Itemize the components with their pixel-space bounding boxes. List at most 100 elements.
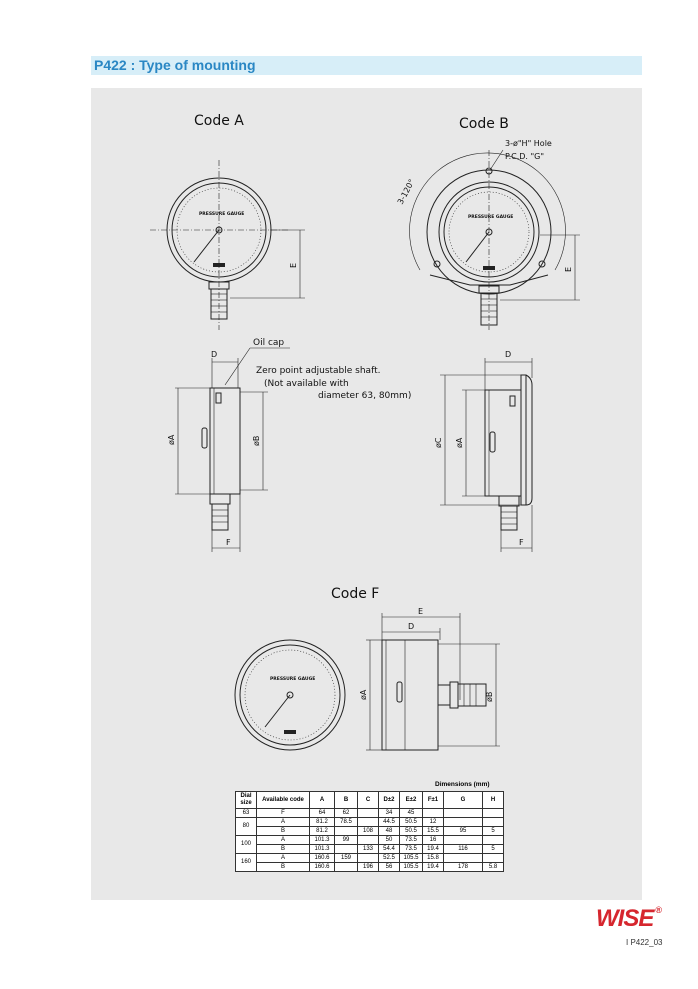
title-bar: P422 : Type of mounting bbox=[91, 56, 642, 75]
code-f-gauge-front: PRESSURE GAUGE bbox=[234, 639, 346, 751]
cell-f: 19.4 bbox=[422, 862, 444, 872]
cell-h: 5.8 bbox=[482, 862, 504, 872]
cell-g: 116 bbox=[443, 844, 483, 854]
code-f-gauge-side: E D øA øB bbox=[359, 607, 500, 751]
cell-h bbox=[482, 853, 504, 863]
hole-label: 3-ø"H" Hole bbox=[505, 139, 552, 148]
table-header: C bbox=[357, 791, 379, 809]
dimensions-table: Dial size Available code A B C D±2 E±2 F… bbox=[235, 791, 504, 872]
cell-code: A bbox=[256, 835, 310, 845]
cell-g bbox=[443, 817, 483, 827]
cell-code: F bbox=[256, 808, 310, 818]
cell-h: 5 bbox=[482, 844, 504, 854]
cell-e: 105.5 bbox=[399, 862, 423, 872]
cell-g: 178 bbox=[443, 862, 483, 872]
cell-code: A bbox=[256, 817, 310, 827]
wise-logo: WISE® bbox=[596, 905, 662, 933]
table-header: G bbox=[443, 791, 483, 809]
cell-d: 44.5 bbox=[378, 817, 400, 827]
cell-c bbox=[357, 808, 379, 818]
code-a-d-label: D bbox=[211, 350, 217, 359]
angle-label: 3-120° bbox=[396, 178, 417, 206]
cell-code: B bbox=[256, 826, 310, 836]
table-row: 80 A 81.2 78.5 44.5 50.5 12 bbox=[235, 817, 504, 836]
cell-h bbox=[482, 835, 504, 845]
cell-f: 15.5 bbox=[422, 826, 444, 836]
cell-a: 81.2 bbox=[309, 826, 335, 836]
cell-e: 73.5 bbox=[399, 835, 423, 845]
table-header: D±2 bbox=[378, 791, 400, 809]
cell-d: 48 bbox=[378, 826, 400, 836]
code-a-e-label: E bbox=[289, 263, 298, 268]
code-a-gauge-front: PRESSURE GAUGE bbox=[150, 160, 290, 330]
table-header: F±1 bbox=[422, 791, 444, 809]
table-row: B 81.2 108 48 50.5 15.5 95 5 bbox=[236, 826, 504, 836]
table-header: H bbox=[482, 791, 504, 809]
code-b-phia-label: øA bbox=[455, 437, 464, 448]
cell-c: 196 bbox=[357, 862, 379, 872]
not-available-2: diameter 63, 80mm) bbox=[318, 391, 411, 401]
table-row: 100 A 101.3 99 50 73.5 16 bbox=[235, 835, 504, 854]
page-code: I P422_03 bbox=[626, 938, 663, 947]
code-b-gauge-front: PRESSURE GAUGE bbox=[409, 150, 566, 330]
cell-a: 160.6 bbox=[309, 862, 335, 872]
cell-a: 101.3 bbox=[309, 835, 335, 845]
cell-f bbox=[422, 808, 444, 818]
cell-size: 100 bbox=[235, 835, 257, 854]
cell-d: 52.5 bbox=[378, 853, 400, 863]
code-b-dial-text: PRESSURE GAUGE bbox=[468, 214, 513, 220]
code-f-phib-label: øB bbox=[485, 692, 494, 702]
table-header-row: Dial size Available code A B C D±2 E±2 F… bbox=[235, 791, 504, 809]
table-row: B 101.3 133 54.4 73.5 19.4 116 5 bbox=[236, 844, 504, 854]
not-available-1: (Not available with bbox=[264, 379, 349, 389]
cell-h: 5 bbox=[482, 826, 504, 836]
code-a-phia-label: øA bbox=[167, 434, 176, 445]
pcd-label: P.C.D. "G" bbox=[505, 152, 544, 161]
cell-code: A bbox=[256, 853, 310, 863]
code-f-phia-label: øA bbox=[359, 689, 368, 700]
cell-g: 95 bbox=[443, 826, 483, 836]
zero-point-label: Zero point adjustable shaft. bbox=[256, 366, 380, 376]
cell-b: 159 bbox=[334, 853, 358, 863]
cell-a: 160.6 bbox=[309, 853, 335, 863]
code-b-dim-e: E bbox=[500, 234, 580, 301]
cell-d: 56 bbox=[378, 862, 400, 872]
cell-g bbox=[443, 808, 483, 818]
table-row: 63 F 64 62 34 45 bbox=[235, 808, 504, 818]
cell-size: 80 bbox=[235, 817, 257, 836]
code-b-e-label: E bbox=[564, 267, 573, 272]
cell-a: 81.2 bbox=[309, 817, 335, 827]
cell-a: 101.3 bbox=[309, 844, 335, 854]
cell-d: 50 bbox=[378, 835, 400, 845]
code-f-label: Code F bbox=[331, 586, 379, 602]
cell-g bbox=[443, 835, 483, 845]
cell-b bbox=[334, 826, 358, 836]
cell-h bbox=[482, 808, 504, 818]
table-header: B bbox=[334, 791, 358, 809]
cell-b bbox=[334, 862, 358, 872]
code-a-dial-text: PRESSURE GAUGE bbox=[199, 211, 244, 217]
cell-e: 73.5 bbox=[399, 844, 423, 854]
cell-b: 78.5 bbox=[334, 817, 358, 827]
code-a-gauge-side: D øA øB F bbox=[167, 350, 268, 552]
cell-d: 54.4 bbox=[378, 844, 400, 854]
cell-e: 50.5 bbox=[399, 817, 423, 827]
cell-size: 63 bbox=[235, 808, 257, 818]
code-f-d-label: D bbox=[408, 622, 414, 631]
logo-text: WISE bbox=[596, 905, 654, 932]
cell-c: 108 bbox=[357, 826, 379, 836]
cell-e: 50.5 bbox=[399, 826, 423, 836]
cell-f: 12 bbox=[422, 817, 444, 827]
oil-cap-label: Oil cap bbox=[253, 338, 284, 348]
code-b-gauge-side: D øC øA F bbox=[434, 350, 533, 552]
code-b-phic-label: øC bbox=[434, 437, 443, 448]
code-b-label: Code B bbox=[459, 116, 509, 132]
cell-c bbox=[357, 835, 379, 845]
table-header: Available code bbox=[256, 791, 310, 809]
cell-e: 45 bbox=[399, 808, 423, 818]
cell-b bbox=[334, 844, 358, 854]
table-header: A bbox=[309, 791, 335, 809]
cell-f: 16 bbox=[422, 835, 444, 845]
code-a-label: Code A bbox=[194, 113, 244, 129]
